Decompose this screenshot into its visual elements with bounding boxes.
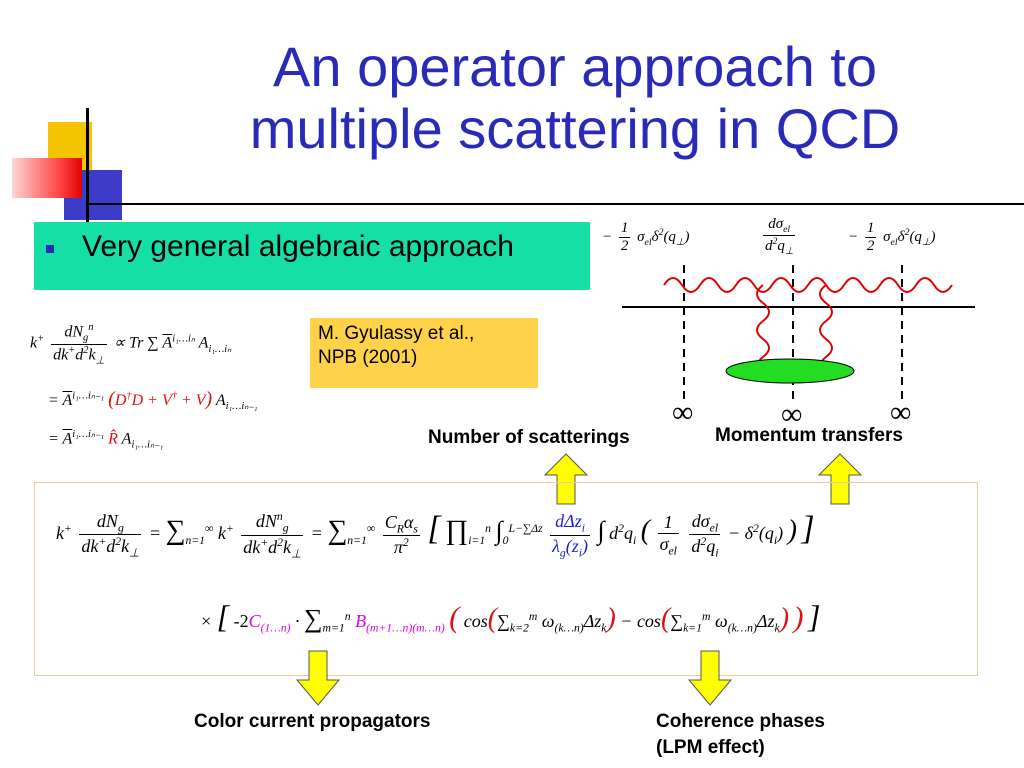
gluon-exchange-2 [819, 284, 833, 376]
minus-two: -2 [233, 611, 249, 631]
label-coherence-phases: Coherence phases (LPM effect) [656, 709, 825, 761]
B-operator: B [355, 611, 367, 631]
infinity-symbol-2: ∞ [781, 398, 803, 431]
label-coherence-line-2: (LPM effect) [656, 737, 765, 758]
title-divider-line [86, 203, 1024, 205]
slide-title: An operator approach to multiple scatter… [150, 36, 1000, 160]
gluon-horizontal [663, 277, 953, 293]
main-equation-line-2: × [ -2C(1…n) · ∑m=1n B(m+1…n)(m…n) ( cos… [200, 598, 821, 635]
bullet-text: Very general algebraic approach [82, 230, 514, 263]
title-line-2: multiple scattering in QCD [249, 97, 901, 160]
gluon-exchange-1 [756, 284, 770, 376]
scattering-diagram [622, 265, 975, 400]
label-color-current-propagators: Color current propagators [194, 711, 431, 732]
formula-line-3: = Ai₁…iₙ₋₁ R̂ Ai₁…iₙ₋₁ [48, 429, 164, 451]
reference-box [310, 318, 538, 388]
formula-line-2: = Ai₁…iₙ₋₁ (D†D + V† + V) Ai₁…iₙ₋₁ [48, 388, 258, 413]
reference-line-2: NPB (2001) [318, 347, 418, 368]
medium-blob [725, 358, 855, 384]
decor-vertical-line [86, 108, 89, 226]
arrow-down-color-current [296, 650, 340, 706]
arrow-up-momentum [818, 453, 862, 505]
C-operator: C [248, 611, 261, 631]
reference-line-1: M. Gyulassy et al., [318, 323, 475, 344]
main-equation-box [34, 482, 978, 676]
bullet-box [34, 222, 590, 290]
arrow-down-coherence [688, 650, 732, 706]
infinity-symbol-1: ∞ [672, 396, 694, 429]
arrow-up-scatterings [544, 453, 588, 505]
infinity-symbol-3: ∞ [890, 396, 912, 429]
title-line-1: An operator approach to [273, 35, 877, 98]
label-momentum-transfers: Momentum transfers [715, 425, 903, 446]
bullet-marker [46, 245, 54, 253]
reference-text: M. Gyulassy et al., NPB (2001) [318, 322, 474, 370]
label-coherence-line-1: Coherence phases [656, 711, 825, 732]
decor-red-gradient [12, 158, 82, 198]
label-number-of-scatterings: Number of scatterings [428, 427, 630, 448]
